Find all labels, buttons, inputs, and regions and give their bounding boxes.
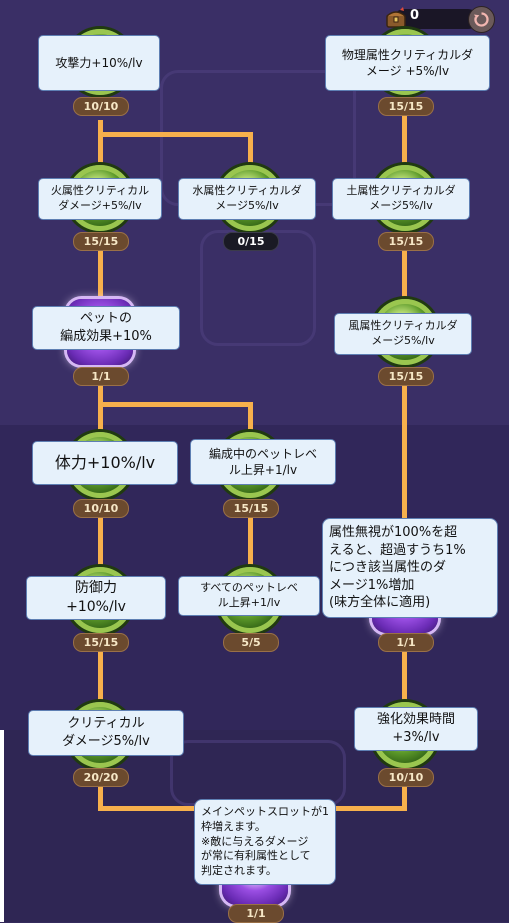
tree-connector	[98, 780, 103, 810]
skill-tooltip: 土属性クリティカルダ メージ5%/lv	[332, 178, 470, 220]
skill-description: ペットの 編成効果+10%	[60, 311, 152, 344]
skill-description: 水属性クリティカルダ メージ5%/lv	[192, 184, 302, 212]
tree-connector	[98, 132, 253, 137]
level-badge: 15/15	[378, 232, 434, 251]
skill-description: すべてのペットレベ ル上昇+1/lv	[200, 581, 298, 609]
tree-connector	[98, 510, 103, 580]
level-badge: 15/15	[73, 633, 129, 652]
screen-edge	[0, 730, 4, 922]
skill-tooltip: 属性無視が100%を超 えると、超過すうち1% につき該当属性のダ メージ1%増…	[322, 518, 498, 618]
skill-tooltip: すべてのペットレベ ル上昇+1/lv	[178, 576, 320, 616]
level-badge: 0/15	[223, 232, 279, 251]
tree-connector	[248, 510, 253, 580]
level-badge: 1/1	[378, 633, 434, 652]
tree-connector	[98, 645, 103, 715]
background-ornament	[200, 230, 316, 346]
skill-description: 火属性クリティカル ダメージ+5%/lv	[50, 184, 150, 212]
level-badge: 1/1	[228, 904, 284, 923]
skill-description: 体力+10%/lv	[54, 453, 156, 473]
tree-connector	[98, 245, 103, 305]
level-badge: 20/20	[73, 768, 129, 787]
tree-connector	[248, 132, 253, 180]
level-badge: 15/15	[378, 367, 434, 386]
skill-tooltip: クリティカル ダメージ5%/lv	[28, 710, 184, 756]
skill-description: クリティカル ダメージ5%/lv	[62, 716, 150, 749]
skill-description: 土属性クリティカルダ メージ5%/lv	[346, 184, 456, 212]
skill-tooltip: 編成中のペットレベ ル上昇+1/lv	[190, 439, 336, 485]
treasure-chest-icon	[384, 6, 408, 30]
skill-description: 攻撃力+10%/lv	[55, 55, 143, 70]
skill-tooltip: ペットの 編成効果+10%	[32, 306, 180, 350]
skill-description: メインペットスロットが1 枠増えます。 ※敵に与えるダメージ が常に有利属性とし…	[201, 804, 329, 878]
skill-tooltip: 防御力 +10%/lv	[26, 576, 166, 620]
skill-tooltip: 体力+10%/lv	[32, 441, 178, 485]
skill-description: 防御力 +10%/lv	[66, 580, 126, 615]
skill-tooltip: 物理属性クリティカルダ メージ +5%/lv	[325, 35, 490, 91]
skill-description: 風属性クリティカルダ メージ5%/lv	[348, 319, 458, 347]
tree-connector	[402, 780, 407, 810]
tree-connector	[98, 380, 103, 440]
level-badge: 5/5	[223, 633, 279, 652]
skill-tooltip: メインペットスロットが1 枠増えます。 ※敵に与えるダメージ が常に有利属性とし…	[194, 799, 336, 885]
skill-description: 属性無視が100%を超 えると、超過すうち1% につき該当属性のダ メージ1%増…	[329, 525, 466, 611]
skill-tooltip: 火属性クリティカル ダメージ+5%/lv	[38, 178, 162, 220]
level-badge: 15/15	[73, 232, 129, 251]
level-badge: 10/10	[73, 97, 129, 116]
currency-counter	[394, 9, 478, 29]
top-bar: 0	[384, 6, 504, 33]
level-badge: 10/10	[378, 768, 434, 787]
skill-description: 編成中のペットレベ ル上昇+1/lv	[208, 446, 317, 477]
background-ornament	[170, 740, 346, 806]
level-badge: 15/15	[223, 499, 279, 518]
tree-connector	[98, 402, 253, 407]
currency-value: 0	[410, 8, 420, 23]
level-badge: 15/15	[378, 97, 434, 116]
skill-tooltip: 強化効果時間 +3%/lv	[354, 707, 478, 751]
level-badge: 1/1	[73, 367, 129, 386]
tree-connector	[248, 402, 253, 442]
tree-connector	[402, 645, 407, 715]
skill-tooltip: 攻撃力+10%/lv	[38, 35, 160, 91]
reset-cycle-icon[interactable]	[468, 6, 495, 33]
skill-tooltip: 風属性クリティカルダ メージ5%/lv	[334, 313, 472, 355]
tree-connector	[98, 120, 103, 175]
skill-tooltip: 水属性クリティカルダ メージ5%/lv	[178, 178, 316, 220]
skill-description: 物理属性クリティカルダ メージ +5%/lv	[341, 47, 474, 78]
level-badge: 10/10	[73, 499, 129, 518]
skill-description: 強化効果時間 +3%/lv	[376, 712, 455, 745]
